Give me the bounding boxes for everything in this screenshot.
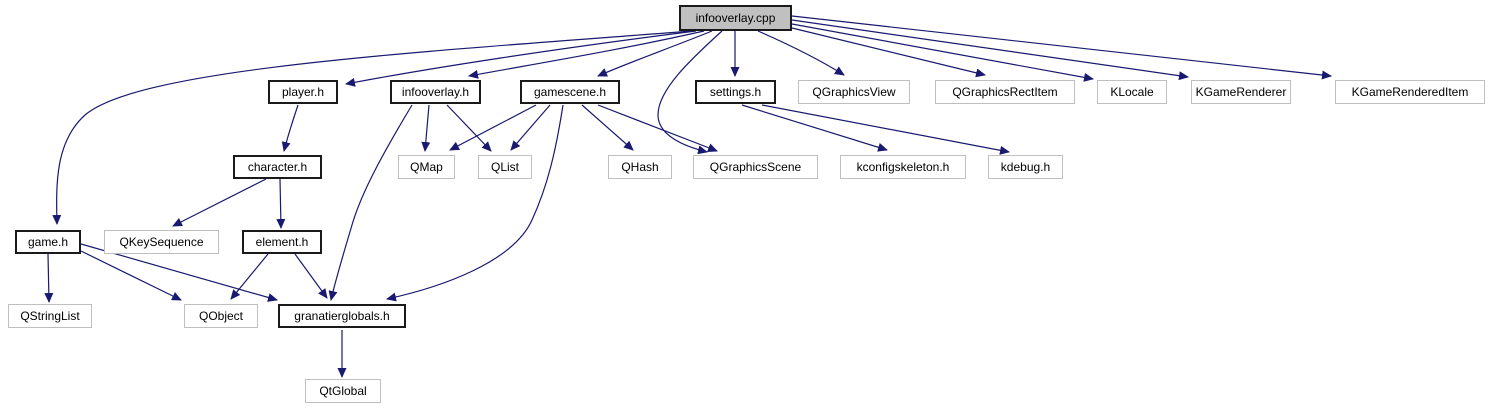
edge-gamescene_h-to-qgraphicsscene: [597, 104, 718, 152]
node-game-h[interactable]: game.h: [15, 230, 81, 254]
node-settings-h[interactable]: settings.h: [695, 80, 776, 104]
edge-element_h-to-granatierglobals_h: [294, 253, 328, 299]
edge-gamescene_h-to-qlist: [510, 104, 551, 151]
node-qgraphicsscene: QGraphicsScene: [693, 155, 818, 179]
node-kgamerendereditem: KGameRenderedItem: [1335, 80, 1485, 104]
edge-infooverlay_cpp-to-kgamerenderer: [791, 19, 1189, 81]
node-qhash: QHash: [608, 155, 672, 179]
edge-character_h-to-element_h: [276, 178, 286, 229]
node-element-h[interactable]: element.h: [242, 230, 322, 254]
edge-infooverlay_cpp-to-player_h: [345, 30, 697, 87]
node-klocale: KLocale: [1097, 80, 1167, 104]
edge-gamescene_h-to-qmap: [449, 104, 537, 151]
node-qlist: QList: [478, 155, 532, 179]
node-character-h[interactable]: character.h: [233, 155, 322, 179]
node-player-h[interactable]: player.h: [268, 80, 338, 104]
edge-game_h-to-qobject: [80, 250, 182, 301]
node-infooverlay-cpp: infooverlay.cpp: [679, 5, 792, 31]
edge-gamescene_h-to-qhash: [581, 104, 634, 151]
node-qmap: QMap: [398, 155, 455, 179]
edge-player_h-to-character_h: [281, 104, 299, 152]
node-kconfigskeleton-h: kconfigskeleton.h: [840, 155, 966, 179]
edge-infooverlay_cpp-to-qgraphicsrectitem: [791, 27, 986, 78]
node-granatierglobals-h[interactable]: granatierglobals.h: [278, 304, 406, 328]
edge-infooverlay_cpp-to-infooverlay_h: [468, 30, 705, 79]
edge-infooverlay_cpp-to-kgamerendereditem: [791, 15, 1332, 80]
edge-infooverlay_cpp-to-klocale: [791, 23, 1094, 82]
node-qobject: QObject: [184, 304, 258, 328]
edge-settings_h-to-kconfigskeleton_h: [741, 104, 888, 152]
edge-infooverlay_cpp-to-game_h: [52, 30, 693, 225]
edge-infooverlay_h-to-qmap: [421, 104, 431, 152]
edge-infooverlay_cpp-to-gamescene_h: [597, 30, 713, 77]
node-qstringlist: QStringList: [8, 304, 92, 328]
node-qtglobal: QtGlobal: [305, 379, 381, 403]
node-qkeysequence: QKeySequence: [104, 230, 219, 254]
edge-infooverlay_cpp-to-qgraphicsscene: [657, 30, 723, 155]
edge-game_h-to-qstringlist: [44, 253, 54, 303]
edge-gamescene_h-to-granatierglobals_h: [386, 104, 564, 302]
node-gamescene-h[interactable]: gamescene.h: [520, 80, 620, 104]
edge-infooverlay_h-to-qlist: [446, 104, 492, 152]
node-kgamerenderer: KGameRenderer: [1191, 80, 1291, 104]
node-qgraphicsrectitem: QGraphicsRectItem: [935, 80, 1075, 104]
node-infooverlay-h[interactable]: infooverlay.h: [390, 80, 481, 104]
edge-settings_h-to-kdebug_h: [761, 104, 1010, 155]
edge-infooverlay_cpp-to-qgraphicsview: [757, 30, 845, 76]
edge-element_h-to-qobject: [230, 253, 269, 300]
edge-character_h-to-qkeysequence: [172, 178, 267, 227]
edge-infooverlay_h-to-granatierglobals_h: [328, 104, 413, 301]
node-kdebug-h: kdebug.h: [988, 155, 1063, 179]
node-qgraphicsview: QGraphicsView: [798, 80, 910, 104]
